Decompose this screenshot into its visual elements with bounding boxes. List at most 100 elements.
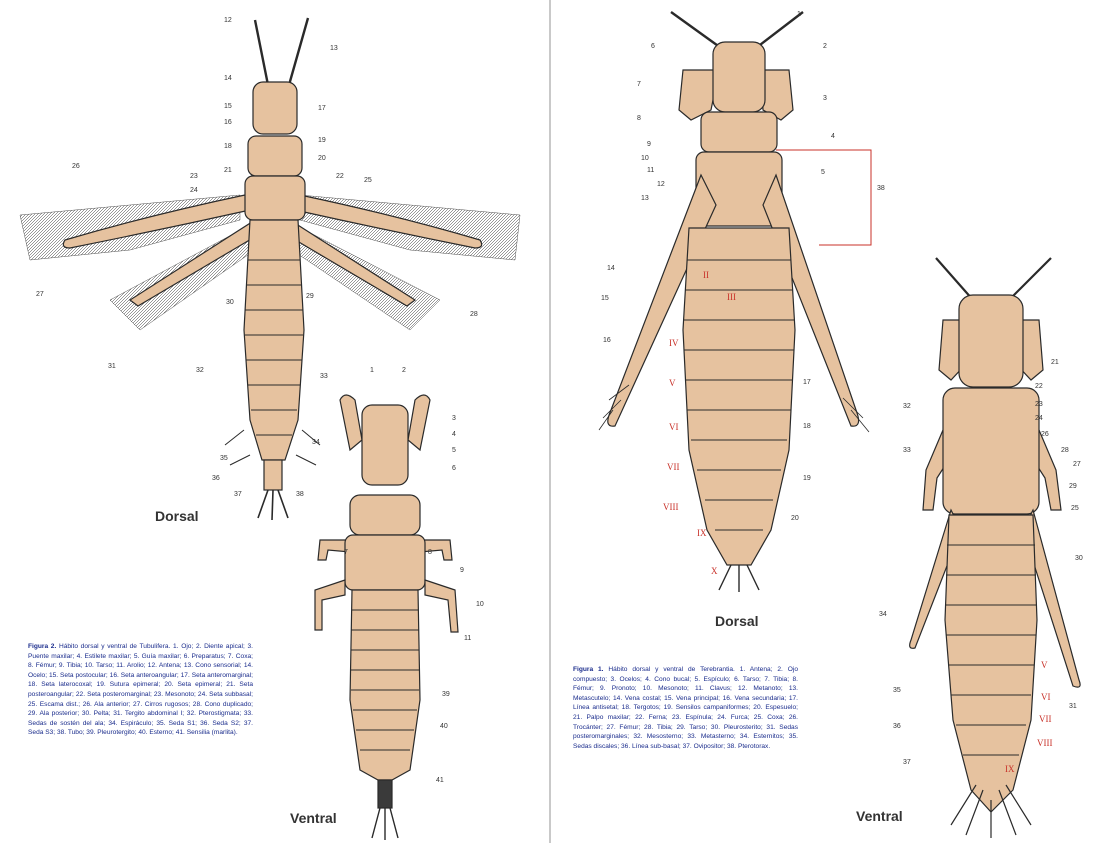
- ventral-number-33: 33: [903, 447, 911, 454]
- dorsal-roman-IV: IV: [669, 338, 679, 348]
- ventral-number-4: 4: [452, 431, 456, 438]
- ventral-number-39: 39: [442, 691, 450, 698]
- figure-2-caption-text: Hábito dorsal y ventral de Tubulifera. 1…: [28, 643, 253, 736]
- ventral-number-26: 26: [1041, 431, 1049, 438]
- ventral-number-23: 23: [1035, 401, 1043, 408]
- right-dorsal-label: Dorsal: [715, 613, 759, 629]
- ventral-number-28: 28: [1061, 447, 1069, 454]
- dorsal-number-14: 14: [607, 265, 615, 272]
- ventral-number-30: 30: [1075, 555, 1083, 562]
- dorsal-number-11: 11: [647, 167, 654, 174]
- ventral-number-11: 11: [464, 635, 471, 642]
- dorsal-number-29: 29: [306, 293, 314, 300]
- dorsal-number-22: 22: [336, 173, 344, 180]
- dorsal-number-13: 13: [330, 45, 338, 52]
- dorsal-roman-IX: IX: [697, 528, 707, 538]
- dorsal-number-18: 18: [224, 143, 232, 150]
- dorsal-number-7: 7: [637, 81, 641, 88]
- dorsal-number-34: 34: [312, 439, 320, 446]
- dorsal-number-1: 1: [797, 11, 801, 18]
- ventral-roman-IX: IX: [1005, 764, 1015, 774]
- dorsal-number-24: 24: [190, 187, 198, 194]
- figure-1-caption: Figura 1. Hábito dorsal y ventral de Ter…: [573, 665, 798, 751]
- ventral-roman-VI: VI: [1041, 692, 1051, 702]
- dorsal-number-17: 17: [803, 379, 811, 386]
- ventral-roman-VII: VII: [1039, 714, 1052, 724]
- dorsal-number-2: 2: [823, 43, 827, 50]
- dorsal-roman-III: III: [727, 292, 736, 302]
- left-dorsal-label: Dorsal: [155, 508, 199, 524]
- ventral-number-3: 3: [452, 415, 456, 422]
- ventral-number-36: 36: [893, 723, 901, 730]
- dorsal-number-20: 20: [318, 155, 326, 162]
- ventral-number-2: 2: [402, 367, 406, 374]
- figure-2-caption: Figura 2. Hábito dorsal y ventral de Tub…: [28, 642, 253, 738]
- ventral-number-32: 32: [903, 403, 911, 410]
- figure-1-caption-title: Figura 1.: [573, 666, 604, 673]
- ventral-number-25: 25: [1071, 505, 1079, 512]
- left-ventral-label: Ventral: [290, 810, 337, 826]
- dorsal-number-15: 15: [224, 103, 232, 110]
- ventral-roman-V: V: [1041, 660, 1048, 670]
- dorsal-number-27: 27: [36, 291, 44, 298]
- dorsal-number-3: 3: [823, 95, 827, 102]
- ventral-number-24: 24: [1035, 415, 1043, 422]
- dorsal-number-17: 17: [318, 105, 326, 112]
- dorsal-number-31: 31: [108, 363, 116, 370]
- dorsal-number-16: 16: [603, 337, 611, 344]
- dorsal-number-10: 10: [641, 155, 649, 162]
- ventral-number-35: 35: [893, 687, 901, 694]
- figure-2-caption-title: Figura 2.: [28, 643, 56, 650]
- dorsal-number-14: 14: [224, 75, 232, 82]
- dorsal-number-19: 19: [318, 137, 326, 144]
- dorsal-number-16: 16: [224, 119, 232, 126]
- dorsal-number-28: 28: [470, 311, 478, 318]
- ventral-number-31: 31: [1069, 703, 1077, 710]
- ventral-number-40: 40: [440, 723, 448, 730]
- figure-2-panel: 12 13 14 15 16 17 18 19 20 21 22 23 24 2…: [0, 0, 549, 843]
- dorsal-specimen: [20, 18, 520, 520]
- dorsal-number-19: 19: [803, 475, 811, 482]
- ventral-number-21: 21: [1051, 359, 1059, 366]
- dorsal-number-37: 37: [234, 491, 242, 498]
- dorsal-number-8: 8: [637, 115, 641, 122]
- ventral-number-37: 37: [903, 759, 911, 766]
- dorsal-number-33: 33: [320, 373, 328, 380]
- ventral-number-10: 10: [476, 601, 484, 608]
- ventral-number-1: 1: [370, 367, 374, 374]
- ventral-number-7: 7: [344, 549, 348, 556]
- dorsal-number-26: 26: [72, 163, 80, 170]
- dorsal-number-32: 32: [196, 367, 204, 374]
- dorsal-roman-II: II: [703, 270, 709, 280]
- dorsal-number-5: 5: [821, 169, 825, 176]
- dorsal-number-38: 38: [877, 185, 885, 192]
- ventral-specimen: [315, 395, 458, 840]
- ventral-number-8: 8: [428, 549, 432, 556]
- right-ventral-label: Ventral: [856, 808, 903, 824]
- dorsal-number-4: 4: [831, 133, 835, 140]
- ventral-number-29: 29: [1069, 483, 1077, 490]
- ventral-specimen: [910, 258, 1080, 838]
- dorsal-number-21: 21: [224, 167, 232, 174]
- ventral-number-6: 6: [452, 465, 456, 472]
- dorsal-number-12: 12: [224, 17, 232, 24]
- dorsal-roman-V: V: [669, 378, 676, 388]
- dorsal-number-9: 9: [647, 141, 651, 148]
- figure-1-caption-text: Hábito dorsal y ventral de Terebrantia. …: [573, 666, 798, 750]
- ventral-number-41: 41: [436, 777, 444, 784]
- ventral-number-22: 22: [1035, 383, 1043, 390]
- dorsal-roman-X: X: [711, 566, 718, 576]
- dorsal-roman-VII: VII: [667, 462, 680, 472]
- dorsal-number-18: 18: [803, 423, 811, 430]
- ventral-number-34: 34: [879, 611, 887, 618]
- dorsal-roman-VI: VI: [669, 422, 679, 432]
- dorsal-number-15: 15: [601, 295, 609, 302]
- ventral-number-27: 27: [1073, 461, 1081, 468]
- ventral-number-5: 5: [452, 447, 456, 454]
- ventral-number-9: 9: [460, 567, 464, 574]
- dorsal-number-25: 25: [364, 177, 372, 184]
- dorsal-number-30: 30: [226, 299, 234, 306]
- dorsal-number-12: 12: [657, 181, 665, 188]
- dorsal-number-36: 36: [212, 475, 220, 482]
